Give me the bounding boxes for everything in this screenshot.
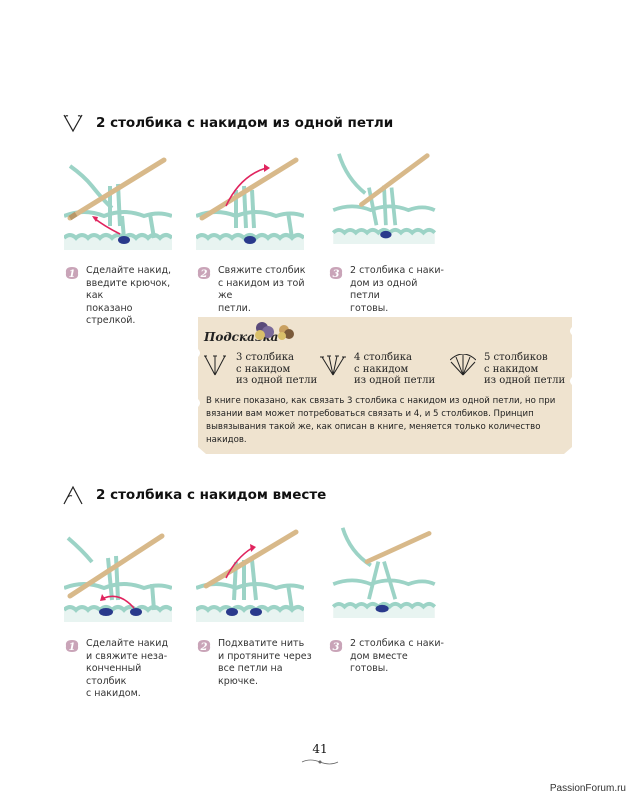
step-2-3: 3 2 столбика с наки- дом вместе готовы. <box>328 638 448 676</box>
step-number-badge-icon: 2 <box>197 640 211 653</box>
section-1-title: 2 столбика с накидом из одной петли <box>96 115 394 131</box>
step-1-3: 3 2 столбика с наки- дом из одной петли … <box>328 265 448 315</box>
svg-text:1: 1 <box>69 269 76 280</box>
step-2-2: 2 Подхватите нить и протяните через все … <box>196 638 320 688</box>
step-number-badge-icon: 1 <box>65 267 79 280</box>
tip-box: Подсказка 3 столбика с накидом из одной … <box>190 317 580 454</box>
tip-item-5-text: 5 столбиков с накидом из одной петли <box>484 352 566 386</box>
step-number-badge-icon: 2 <box>197 267 211 280</box>
step-number-badge-icon: 3 <box>329 640 343 653</box>
tip-item-3-stitches: 3 столбика с накидом из одной петли <box>202 352 317 387</box>
step-1-1-text: Сделайте накид, введите крючок, как пока… <box>86 265 172 326</box>
svg-text:2: 2 <box>200 642 208 653</box>
a-symbol-icon <box>63 485 83 505</box>
four-stitch-fan-icon <box>320 355 346 376</box>
v-symbol-icon <box>63 114 83 133</box>
tip-box-background <box>198 317 572 454</box>
svg-text:3: 3 <box>333 269 340 280</box>
step-1-1: 1 Сделайте накид, введите крючок, как по… <box>64 265 184 328</box>
tip-note: В книге показано, как связать 3 столбика… <box>206 396 556 445</box>
section-2-header: 2 столбика с накидом вместе <box>62 484 326 506</box>
step-2-1-text: Сделайте накид и свяжите неза- конченный… <box>86 638 169 699</box>
step-2-2-text: Подхватите нить и протяните через все пе… <box>218 638 312 687</box>
step-1-2-text: Свяжите столбик с накидом из той же петл… <box>218 265 306 314</box>
tip-item-4-text: 4 столбика с накидом из одной петли <box>354 352 436 386</box>
pansy-flower-icon <box>255 322 294 340</box>
step-number-badge-icon: 3 <box>329 267 343 280</box>
step-1-2: 2 Свяжите столбик с накидом из той же пе… <box>196 265 316 315</box>
tip-item-4-stitches: 4 столбика с накидом из одной петли <box>320 352 435 387</box>
illustration-2-2 <box>196 529 304 622</box>
svg-text:2: 2 <box>200 269 208 280</box>
illustration-2-3 <box>331 527 437 618</box>
page-number: 41 <box>312 742 328 756</box>
watermark: PassionForum.ru <box>549 783 626 794</box>
step-1-3-text: 2 столбика с наки- дом из одной петли го… <box>350 265 444 314</box>
illustration-1-1 <box>64 157 172 250</box>
step-2-1: 1 Сделайте накид и свяжите неза- конченн… <box>64 638 184 701</box>
section-1-header: 2 столбика с накидом из одной петли <box>62 112 393 134</box>
tip-item-3-text: 3 столбика с накидом из одной петли <box>236 352 318 386</box>
illustration-2-1 <box>64 533 172 622</box>
section-2-title: 2 столбика с накидом вместе <box>96 487 327 503</box>
tip-item-5-stitches: 5 столбиков с накидом из одной петли <box>450 352 565 387</box>
svg-text:1: 1 <box>69 642 76 653</box>
step-2-3-text: 2 столбика с наки- дом вместе готовы. <box>350 638 444 674</box>
step-number-badge-icon: 1 <box>65 640 79 653</box>
five-stitch-fan-icon <box>450 354 476 376</box>
illustration-1-2 <box>196 157 304 250</box>
ornament-icon <box>301 759 339 765</box>
svg-text:3: 3 <box>333 642 340 653</box>
three-stitch-fan-icon <box>204 355 226 376</box>
illustration-1-3 <box>331 153 437 244</box>
